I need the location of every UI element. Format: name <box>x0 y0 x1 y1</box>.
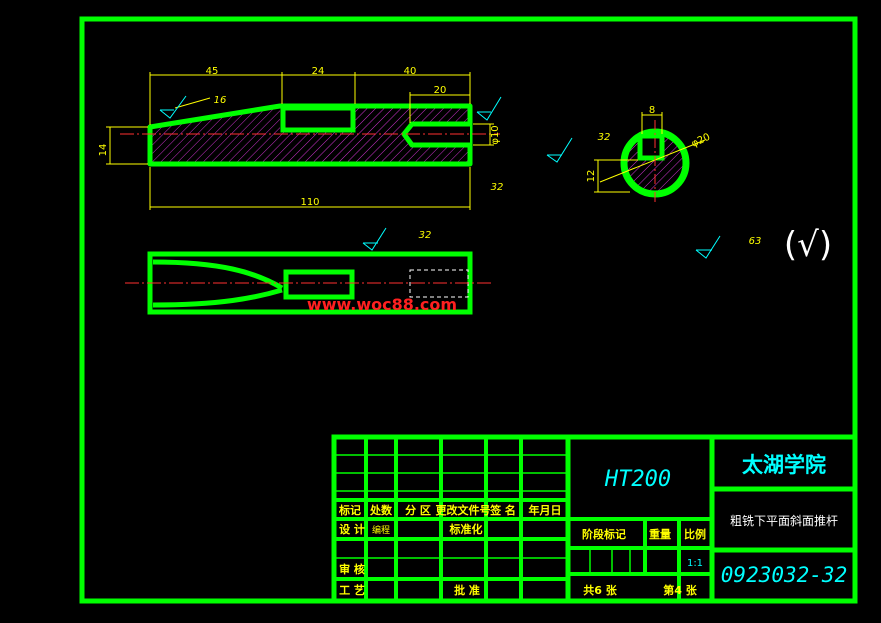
sheet-number: 第4 张 <box>663 583 697 597</box>
stage-label: 阶段标记 <box>582 527 626 541</box>
scale-label: 比例 <box>684 527 706 541</box>
drawing-number: 0923032-32 <box>721 563 847 587</box>
review-label: 审 核 <box>339 562 365 576</box>
general-roughness-value: 63 <box>749 236 762 247</box>
part-name: 粗铣下平面斜面推杆 <box>730 514 838 528</box>
front-view: 45 24 40 20 110 14 φ10 16 32 <box>98 66 503 210</box>
approve-label: 批 准 <box>454 583 480 597</box>
process-label: 工 艺 <box>339 583 365 597</box>
dim-8: 8 <box>649 105 655 116</box>
design-value: 编程 <box>372 524 390 536</box>
row-label-mark: 标记 <box>338 503 361 517</box>
row-label-doc: 更改文件号 <box>436 503 491 517</box>
dim-phi10: φ10 <box>490 125 501 144</box>
dim-24: 24 <box>312 66 325 77</box>
roughness-symbol-icon <box>546 137 573 163</box>
row-label-date: 年月日 <box>529 503 562 517</box>
dim-45: 45 <box>206 66 219 77</box>
roughness-symbol-icon <box>695 235 721 259</box>
roughness-section: 32 <box>598 132 611 143</box>
dim-20: 20 <box>434 85 447 96</box>
design-label: 设 计 <box>339 522 365 536</box>
roughness-symbol-icon <box>159 95 502 121</box>
section-view: 8 12 φ20 32 <box>546 105 712 205</box>
dim-14: 14 <box>98 144 109 157</box>
front-view-hatch <box>150 106 470 164</box>
section-keyway <box>637 133 665 161</box>
row-label-zone: 分 区 <box>405 503 431 517</box>
top-view: 32 <box>125 227 493 315</box>
top-view-curve-upper <box>152 259 284 291</box>
front-view-outline <box>147 103 473 167</box>
row-label-sign: 签 名 <box>489 503 516 517</box>
roughness-front: 32 <box>491 182 504 193</box>
angle-label: 16 <box>214 95 227 106</box>
roughness-symbol-icon <box>362 227 387 251</box>
title-block <box>331 434 858 604</box>
top-view-slot <box>283 269 355 300</box>
general-roughness: 63 (√) <box>695 225 832 265</box>
weight-label: 重量 <box>649 527 671 541</box>
dim-12: 12 <box>586 170 597 183</box>
scale-value: 1:1 <box>687 558 703 569</box>
dim-110: 110 <box>300 197 319 208</box>
general-roughness-mark: (√) <box>784 225 832 265</box>
top-view-curve-lower <box>152 287 283 308</box>
dim-phi20: φ20 <box>690 132 712 150</box>
material-value: HT200 <box>604 467 671 492</box>
roughness-top: 32 <box>419 230 432 241</box>
watermark: www.woc88.com <box>307 295 457 314</box>
standard-label: 标准化 <box>449 522 483 536</box>
school-name: 太湖学院 <box>742 453 826 477</box>
front-view-slot <box>280 105 356 133</box>
total-sheets: 共6 张 <box>583 583 617 597</box>
dim-40: 40 <box>404 66 417 77</box>
row-label-count: 处数 <box>369 503 393 517</box>
